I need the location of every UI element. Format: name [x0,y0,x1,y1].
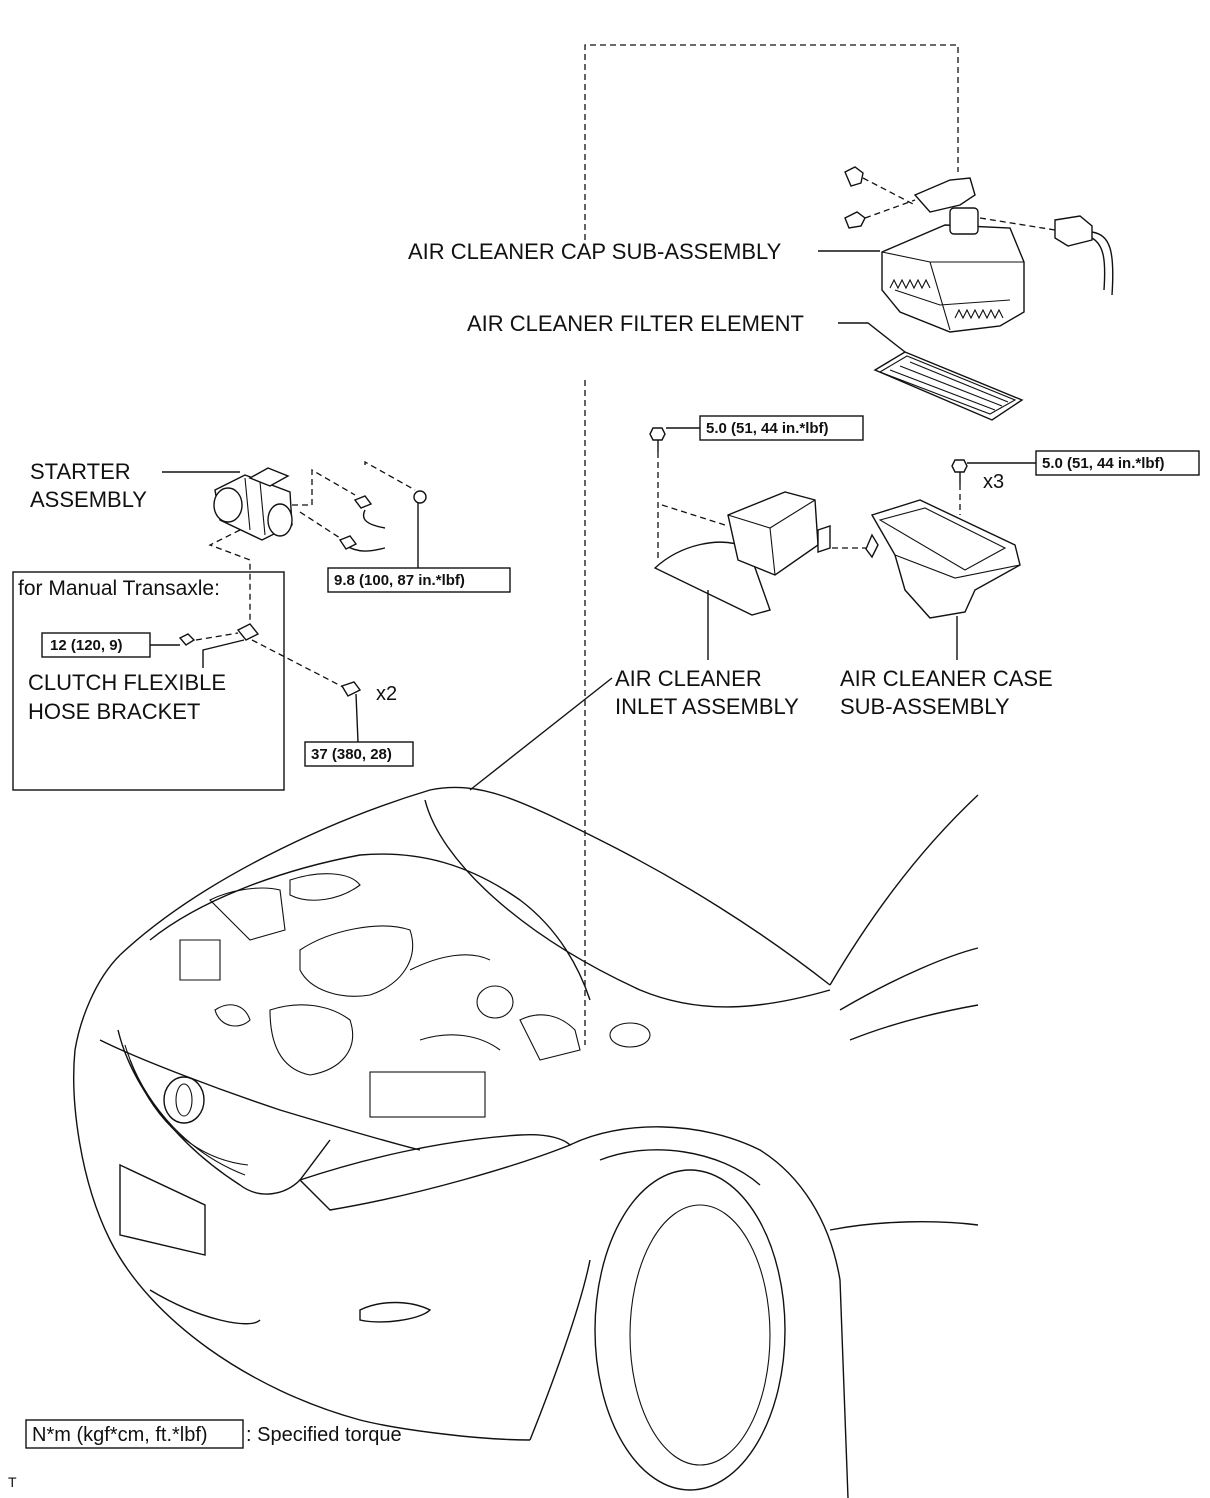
clutch-label-line2: HOSE BRACKET [28,699,200,724]
clutch-label-line1: CLUTCH FLEXIBLE [28,670,226,695]
torque-box-case-bolt: 5.0 (51, 44 in.*lbf) [1035,450,1200,476]
case-bolt-quantity: x3 [983,471,1004,493]
torque-box-starter-bolts: 37 (380, 28) [304,741,414,767]
torque-clutch-bracket: 12 (120, 9) [50,637,123,654]
torque-box-starter-terminal: 9.8 (100, 87 in.*lbf) [327,567,511,593]
legend-text: : Specified torque [246,1424,402,1446]
inlet-label-line1: AIR CLEANER [615,666,762,691]
starter-bolt-quantity: x2 [376,683,397,705]
torque-box-clutch-bracket: 12 (120, 9) [41,632,151,658]
air-cleaner-cap-label: AIR CLEANER CAP SUB-ASSEMBLY [408,239,782,264]
air-cleaner-cap-drawing [844,166,1114,333]
clutch-bracket-drawing [178,623,260,646]
air-cleaner-filter-drawing [873,351,1024,421]
torque-starter-bolts: 37 (380, 28) [311,746,392,763]
inlet-label-line2: INLET ASSEMBLY [615,694,799,719]
torque-starter-terminal: 9.8 (100, 87 in.*lbf) [334,572,465,589]
starter-label-line2: ASSEMBLY [30,487,147,512]
starter-assembly-drawing [208,460,427,625]
air-cleaner-filter-label: AIR CLEANER FILTER ELEMENT [467,311,804,336]
vehicle-front-drawing [73,677,979,1498]
alignment-lines [584,44,959,1045]
starter-label-line1: STARTER [30,459,131,484]
starter-bolt-drawing [251,639,362,743]
manual-transaxle-frame [12,571,285,791]
legend-unit: N*m (kgf*cm, ft.*lbf) [32,1424,208,1446]
torque-case-bolt: 5.0 (51, 44 in.*lbf) [1042,455,1165,472]
case-label-line1: AIR CLEANER CASE [840,666,1053,691]
torque-inlet-bolt: 5.0 (51, 44 in.*lbf) [706,420,829,437]
clutch-bracket-leader [202,639,245,668]
torque-legend: N*m (kgf*cm, ft.*lbf) : Specified torque [25,1419,402,1449]
air-cleaner-inlet-drawing [649,427,870,616]
torque-box-inlet-bolt: 5.0 (51, 44 in.*lbf) [699,415,864,441]
manual-transaxle-label: for Manual Transaxle: [18,577,220,600]
corner-mark: T [8,1474,17,1490]
case-label-line2: SUB-ASSEMBLY [840,694,1010,719]
air-cleaner-case-drawing [865,459,1021,619]
filter-leader [838,322,906,353]
